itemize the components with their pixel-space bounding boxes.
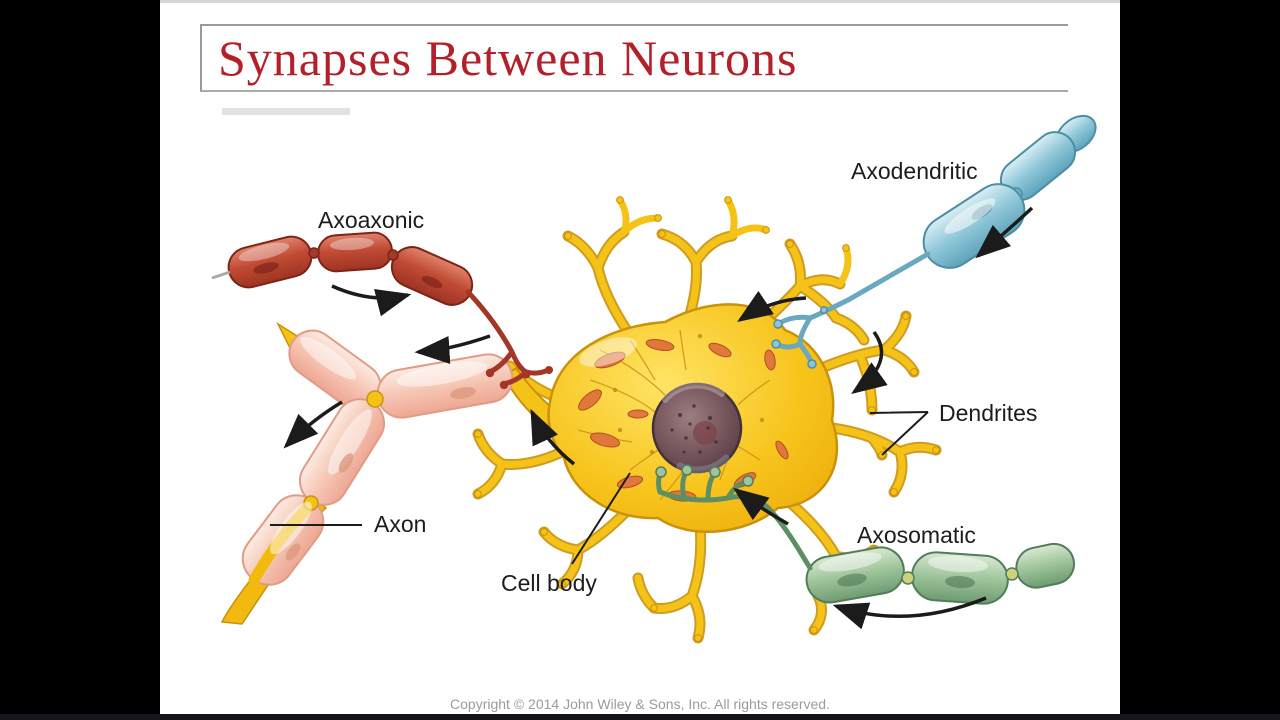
letterbox-left [0,0,160,720]
leader-lines [270,411,929,565]
soma-fibrils [577,329,771,501]
axodendritic-terminal [773,251,931,367]
bottom-edge-strip [0,714,1280,720]
slide: Synapses Between Neurons [160,0,1120,720]
arrow-dendrite-right [851,330,888,395]
label-axoaxonic: Axoaxonic [318,207,425,233]
label-dendrites: Dendrites [939,400,1038,426]
top-edge-strip [160,0,1120,3]
label-axosomatic: Axosomatic [857,522,976,548]
label-cell-body: Cell body [501,570,597,596]
direction-arrows [283,206,1034,630]
leader-cell-body [571,472,631,565]
arrow-axosomatic-flow [832,596,987,630]
arrow-dendrite-top [737,290,807,322]
axoaxonic-neuron [211,231,553,390]
arrow-axon-left [414,334,491,365]
leader-dendrites [869,411,929,456]
label-axon: Axon [374,511,427,537]
copyright-text: Copyright © 2014 John Wiley & Sons, Inc.… [450,696,830,712]
title-shadow [222,108,350,115]
axosomatic-neuron [655,464,1075,605]
arrow-axoaxonic-flow [331,284,412,317]
axoaxonic-terminal [465,289,551,387]
title-box: Synapses Between Neurons [200,24,1068,92]
nucleus [651,382,743,474]
neuron-diagram [211,114,1097,644]
slide-title: Synapses Between Neurons [218,30,798,86]
arrow-axosomatic-terminal [733,487,789,526]
axodendritic-neuron [771,114,1097,369]
arrow-axon-downleft [283,400,343,449]
letterbox-right [1120,0,1280,720]
arrow-axodendritic-flow [975,206,1034,259]
axon-myelin-sheath [220,321,602,625]
arrow-soma-upleft [530,408,576,466]
label-axodendritic: Axodendritic [851,158,978,184]
